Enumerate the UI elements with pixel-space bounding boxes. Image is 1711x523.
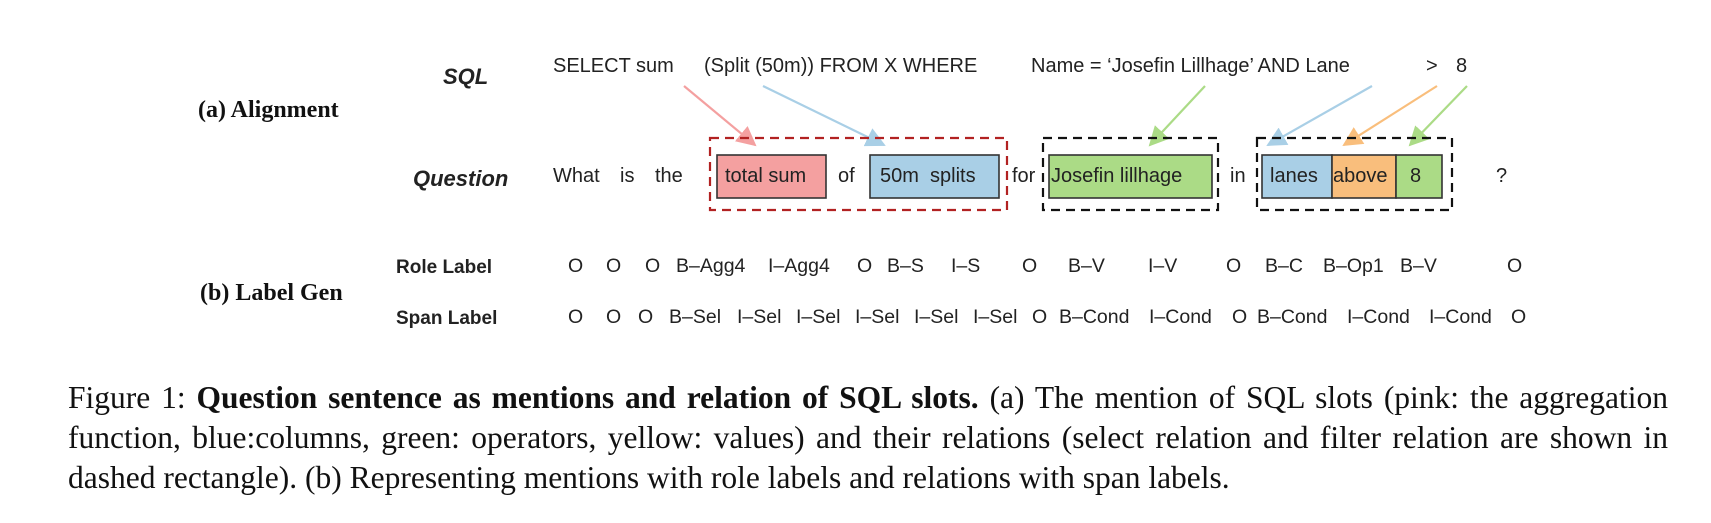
role-label: O: [645, 255, 660, 277]
mention-value-box-2: [1395, 154, 1443, 199]
token-in: in: [1230, 165, 1246, 187]
arrow-lane-to-lanes: [1266, 85, 1373, 146]
role-label: O: [606, 255, 621, 277]
caption-body: (a) The mention of SQL slots (pink: the …: [68, 380, 1668, 495]
select-relation-box: [708, 136, 1009, 212]
span-label: O: [1032, 306, 1047, 328]
role-label: O: [568, 255, 583, 277]
span-label: I–Sel: [973, 306, 1017, 328]
filter-relation-box-1: [1041, 136, 1220, 212]
role-label: I–Agg4: [768, 255, 830, 277]
token-for: for: [1012, 165, 1036, 187]
sql-query: SELECT sum (Split (50m)) FROM X WHERE Na…: [553, 55, 1467, 77]
token-eight: 8: [1410, 165, 1421, 187]
mention-column-box-1: [869, 154, 1000, 199]
span-row-label: Span Label: [396, 308, 497, 329]
section-a-label: (a) Alignment: [198, 97, 339, 123]
role-label: B–Agg4: [676, 255, 746, 277]
span-label: B–Cond: [1059, 306, 1129, 328]
question-sentence: What is the total sum of 50m splits for …: [553, 165, 1507, 187]
alignment-arrows: [683, 85, 1468, 147]
role-label: B–V: [1068, 255, 1105, 277]
mention-value-box-1: [1048, 154, 1213, 199]
token-is: is: [620, 165, 634, 187]
span-label: O: [1232, 306, 1247, 328]
arrow-eight-to-eight: [1408, 85, 1468, 147]
caption-prefix: Figure 1:: [68, 380, 197, 415]
role-label: B–S: [887, 255, 924, 277]
role-label: O: [1022, 255, 1037, 277]
token-lanes: lanes: [1270, 165, 1318, 187]
token-the: the: [655, 165, 683, 187]
role-label: O: [1226, 255, 1241, 277]
caption-title: Question sentence as mentions and relati…: [196, 380, 979, 415]
mention-agg-box: [716, 154, 827, 199]
section-b-label: (b) Label Gen: [200, 280, 343, 306]
span-label: O: [606, 306, 621, 328]
token-above: above: [1333, 165, 1388, 187]
span-label: I–Cond: [1149, 306, 1212, 328]
span-label: O: [1511, 306, 1526, 328]
sql-name-condition: Name = ‘Josefin Lillhage’ AND Lane: [1031, 55, 1350, 77]
sql-row-label: SQL: [443, 64, 488, 89]
arrow-name-to-josefin: [1148, 85, 1206, 147]
role-row-label: Role Label: [396, 257, 492, 278]
token-50m-splits: 50m splits: [880, 165, 976, 187]
role-label: B–C: [1265, 255, 1303, 277]
role-label: B–Op1: [1323, 255, 1384, 277]
figure-caption: Figure 1: Question sentence as mentions …: [68, 378, 1668, 498]
span-label: B–Sel: [669, 306, 721, 328]
alignment-figure: (a) Alignment (b) Label Gen SQL Question…: [198, 55, 1526, 329]
span-label: I–Sel: [737, 306, 781, 328]
role-label-row: O O O B–Agg4 I–Agg4 O B–S I–S O B–V I–V …: [568, 255, 1522, 277]
span-label: O: [568, 306, 583, 328]
span-label-row: O O O B–Sel I–Sel I–Sel I–Sel I–Sel I–Se…: [568, 306, 1526, 328]
mention-operator-box: [1331, 154, 1397, 199]
sql-eight: 8: [1456, 55, 1467, 77]
span-label: I–Cond: [1347, 306, 1410, 328]
token-of: of: [838, 165, 855, 187]
span-label: I–Cond: [1429, 306, 1492, 328]
token-question-mark: ?: [1496, 165, 1507, 187]
arrow-split-to-splits: [762, 85, 886, 147]
question-row-label: Question: [413, 166, 508, 191]
role-label: O: [1507, 255, 1522, 277]
span-label: I–Sel: [796, 306, 840, 328]
arrow-sum-to-total-sum: [683, 85, 757, 147]
role-label: I–V: [1148, 255, 1177, 277]
role-label: B–V: [1400, 255, 1437, 277]
token-josefin: Josefin lillhage: [1051, 165, 1182, 187]
sql-gt: >: [1426, 55, 1438, 77]
span-label: I–Sel: [914, 306, 958, 328]
token-total-sum: total sum: [725, 165, 806, 187]
token-what: What: [553, 165, 600, 187]
span-label: B–Cond: [1257, 306, 1327, 328]
span-label: I–Sel: [855, 306, 899, 328]
role-label: O: [857, 255, 872, 277]
sql-select-sum: SELECT sum: [553, 55, 674, 77]
sql-split: (Split (50m)) FROM X WHERE: [704, 55, 977, 77]
filter-relation-box-2: [1255, 136, 1454, 212]
span-label: O: [638, 306, 653, 328]
role-label: I–S: [951, 255, 980, 277]
arrow-gt-to-above: [1342, 85, 1438, 147]
